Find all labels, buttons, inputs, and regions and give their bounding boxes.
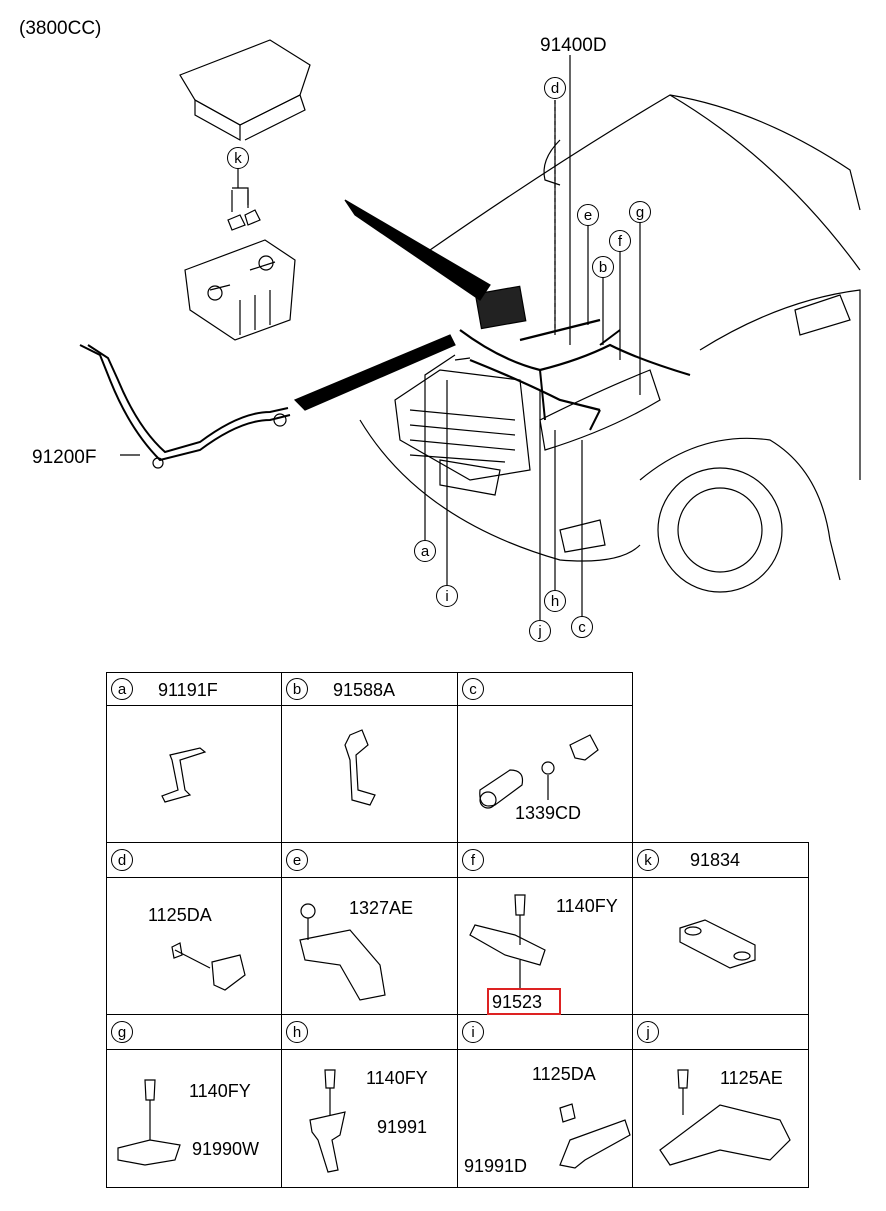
cell-key-i: i [462, 1021, 484, 1043]
cell-key-c: c [462, 678, 484, 700]
callout-i: i [436, 585, 458, 607]
fuse-link-91834 [679, 919, 756, 969]
callout-k: k [227, 147, 249, 169]
bracket-91991 [309, 1111, 346, 1173]
car-mirror [794, 294, 851, 336]
cell-key-k: k [637, 849, 659, 871]
part-label-e-1: 1327AE [349, 898, 414, 918]
fuse-clips [227, 209, 261, 231]
car-wheel-arch [639, 437, 841, 581]
car-wheel [657, 467, 783, 593]
bracket-91191f [161, 747, 207, 803]
callout-j: j [529, 620, 551, 642]
part-label-g-1: 1140FY [189, 1081, 251, 1101]
part-label-i-2: 91991D [464, 1156, 528, 1176]
cell-key-f: f [462, 849, 484, 871]
bolt-1140fy-g [144, 1079, 156, 1101]
bracket-91588a [344, 729, 376, 806]
part-label-h-2: 91991 [377, 1117, 428, 1137]
bracket-e [299, 929, 386, 1001]
car-hood-outline [429, 94, 861, 251]
pointer-wedge-upper [344, 199, 491, 301]
bracket-d [211, 954, 246, 991]
fuse-box-body [184, 239, 296, 341]
cell-key-j: j [637, 1021, 659, 1043]
cell-code-b: 91588A [333, 680, 396, 700]
cell-key-d: d [111, 849, 133, 871]
car-windshield [669, 94, 861, 271]
cell-key-g: g [111, 1021, 133, 1043]
bolt-1125da-i [559, 1103, 576, 1123]
cell-key-h: h [286, 1021, 308, 1043]
part-label-i-1: 1125DA [532, 1064, 596, 1084]
bracket-j [659, 1104, 791, 1166]
highlight-box [487, 988, 561, 1015]
main-harness-label: 91400D [540, 35, 607, 56]
callout-e: e [577, 204, 599, 226]
car-front-bumper [359, 419, 641, 562]
engine-room-wiring-drawing [79, 39, 861, 620]
bracket-91523 [469, 924, 546, 966]
battery-cable [79, 344, 291, 462]
callout-d: d [544, 77, 566, 99]
wiring-harness [459, 318, 691, 412]
callout-g: g [629, 201, 651, 223]
part-label-j-1: 1125AE [720, 1068, 783, 1088]
cell-key-a: a [111, 678, 133, 700]
engine-spec-label: (3800CC) [19, 18, 102, 39]
callout-c: c [571, 616, 593, 638]
bolt-1125da [171, 942, 211, 969]
car-headlight [539, 369, 661, 451]
car-fender [699, 289, 861, 480]
cell-key-b: b [286, 678, 308, 700]
car-grille [394, 369, 531, 481]
part-label-f-2: 91523 [492, 992, 543, 1012]
bracket-91991d [559, 1119, 631, 1169]
bracket-91990w [117, 1139, 181, 1166]
part-label-f-1: 1140FY [556, 896, 618, 916]
cell-code-a: 91191F [158, 680, 218, 700]
car-foglight [559, 519, 606, 553]
fuse-box-cover [179, 39, 311, 126]
part-label-g-2: 91990W [192, 1139, 260, 1159]
cell-code-k: 91834 [690, 850, 741, 870]
pointer-wedge-lower [293, 334, 456, 411]
part-label-c-1: 1339CD [515, 803, 582, 823]
ecu-box [474, 285, 527, 330]
nut [541, 761, 555, 775]
part-label-d-1: 1125DA [148, 905, 212, 925]
bolt-1125ae [677, 1069, 689, 1089]
grommet [479, 769, 524, 807]
part-label-h-1: 1140FY [366, 1068, 428, 1088]
bolt-1140fy-f [514, 894, 526, 916]
clip [569, 734, 599, 761]
bolt-1140fy-h [324, 1069, 336, 1089]
nut-1327ae [300, 903, 316, 919]
cell-key-e: e [286, 849, 308, 871]
callout-h: h [544, 590, 566, 612]
callout-b: b [592, 256, 614, 278]
battery-cable-label: 91200F [32, 447, 97, 468]
callout-a: a [414, 540, 436, 562]
callout-f: f [609, 230, 631, 252]
